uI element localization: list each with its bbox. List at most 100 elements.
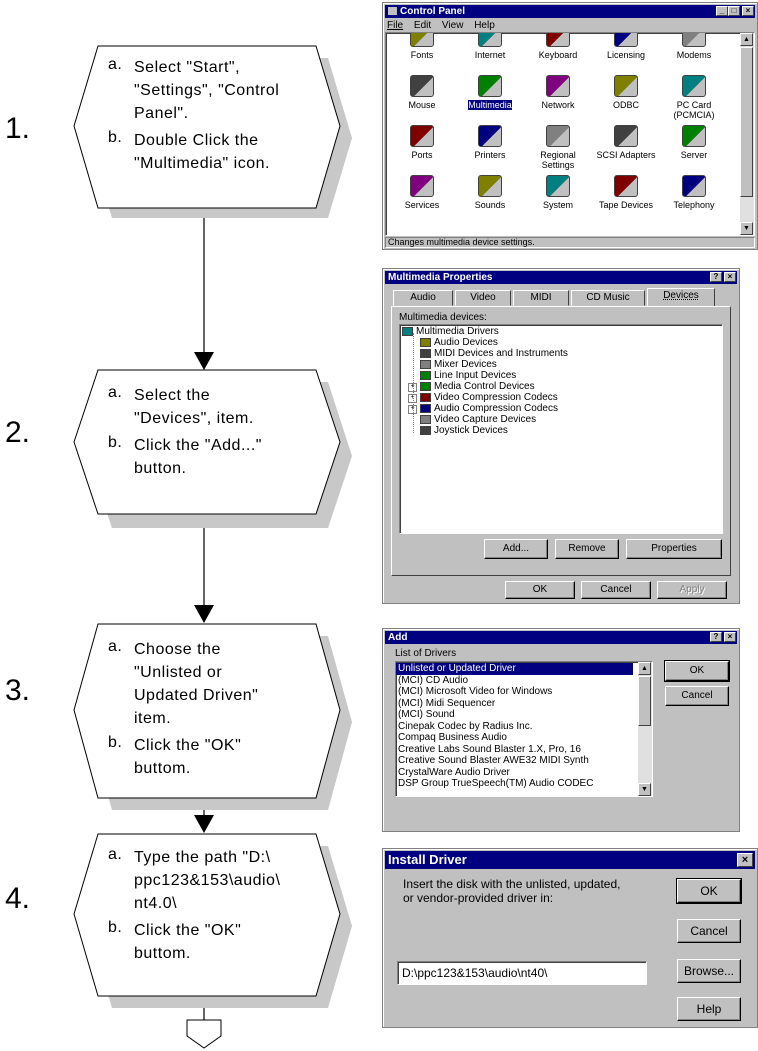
control-panel-item[interactable]: Server xyxy=(661,125,727,160)
control-panel-item[interactable]: Telephony xyxy=(661,175,727,210)
menu-file[interactable]: File xyxy=(387,20,404,31)
tab-video[interactable]: Video xyxy=(455,290,511,306)
devices-group-label: Multimedia devices: xyxy=(399,312,487,323)
ok-button[interactable]: OK xyxy=(505,581,575,599)
close-button[interactable]: × xyxy=(742,6,754,16)
control-panel-item[interactable]: Internet xyxy=(457,33,523,60)
control-panel-item[interactable]: Licensing xyxy=(593,33,659,60)
tree-item[interactable]: +Audio Compression Codecs xyxy=(408,403,558,414)
install-driver-titlebar[interactable]: Install Driver × xyxy=(385,851,755,869)
server-icon xyxy=(682,125,706,147)
scroll-down-button[interactable]: ▼ xyxy=(638,783,651,796)
tree-item[interactable]: MIDI Devices and Instruments xyxy=(420,348,568,359)
tab-midi[interactable]: MIDI xyxy=(513,290,569,306)
control-panel-item[interactable]: Tape Devices xyxy=(593,175,659,210)
control-panel-item[interactable]: Sounds xyxy=(457,175,523,210)
minimize-button[interactable]: _ xyxy=(716,6,728,16)
tree-item[interactable]: Multimedia Drivers xyxy=(402,326,499,337)
driver-list-item[interactable]: (MCI) Sound xyxy=(398,709,455,720)
tree-item[interactable]: +Media Control Devices xyxy=(408,381,535,392)
device-icon xyxy=(402,326,413,336)
control-panel-item[interactable]: SCSI Adapters xyxy=(593,125,659,160)
control-panel-item-label: PC Card (PCMCIA) xyxy=(673,100,715,120)
control-panel-item[interactable]: Network xyxy=(525,75,591,110)
scroll-thumb[interactable] xyxy=(740,47,753,197)
control-panel-item[interactable]: Ports xyxy=(389,125,455,160)
remove-button[interactable]: Remove xyxy=(555,539,619,559)
driver-list-item[interactable]: Compaq Business Audio xyxy=(398,732,507,743)
tab-audio[interactable]: Audio xyxy=(393,290,453,306)
menu-edit[interactable]: Edit xyxy=(413,20,432,31)
control-panel-item[interactable]: Mouse xyxy=(389,75,455,110)
help-button[interactable]: ? xyxy=(710,632,722,642)
help-button[interactable]: ? xyxy=(710,272,722,282)
services-icon xyxy=(410,175,434,197)
expand-icon[interactable]: + xyxy=(408,405,417,414)
control-panel-titlebar[interactable]: Control Panel _ □ × xyxy=(385,5,755,18)
control-panel-item-label: Sounds xyxy=(474,200,506,210)
scroll-up-button[interactable]: ▲ xyxy=(638,662,651,675)
add-titlebar[interactable]: Add ? × xyxy=(385,631,737,644)
scroll-down-button[interactable]: ▼ xyxy=(740,222,753,235)
driver-list-item[interactable]: (MCI) Microsoft Video for Windows xyxy=(398,686,553,697)
driver-list-item[interactable]: DSP Group TrueSpeech(TM) Audio CODEC xyxy=(398,778,594,789)
expand-icon[interactable]: + xyxy=(408,394,417,403)
drivers-listbox[interactable]: Unlisted or Updated Driver(MCI) CD Audio… xyxy=(395,661,653,797)
control-panel-item-label: Tape Devices xyxy=(598,200,654,210)
tree-item[interactable]: Mixer Devices xyxy=(420,359,497,370)
driver-list-item[interactable]: CrystalWare Audio Driver xyxy=(398,766,510,778)
control-panel-item[interactable]: ODBC xyxy=(593,75,659,110)
tab-cd-music[interactable]: CD Music xyxy=(571,290,645,306)
control-panel-item-label: Services xyxy=(404,200,440,210)
ok-button[interactable]: OK xyxy=(664,660,730,682)
driver-list-item[interactable]: Cinepak Codec by Radius Inc. xyxy=(398,720,533,732)
cancel-button[interactable]: Cancel xyxy=(665,686,729,706)
menu-help[interactable]: Help xyxy=(474,20,495,31)
tree-item[interactable]: Video Capture Devices xyxy=(420,414,536,425)
driver-list-item[interactable]: (MCI) CD Audio xyxy=(398,674,469,686)
driver-path-input[interactable]: D:\ppc123&153\audio\nt40\ xyxy=(397,961,647,985)
cancel-button[interactable]: Cancel xyxy=(581,581,651,599)
tree-item[interactable]: +Video Compression Codecs xyxy=(408,392,558,403)
vertical-scrollbar[interactable]: ▲ ▼ xyxy=(740,33,754,235)
multimedia-properties-titlebar[interactable]: Multimedia Properties ? × xyxy=(385,271,737,284)
control-panel-item[interactable]: Regional Settings xyxy=(525,125,591,170)
driver-list-item[interactable]: Creative Sound Blaster AWE32 MIDI Synth xyxy=(398,755,589,766)
apply-button[interactable]: Apply xyxy=(657,581,727,599)
tree-item[interactable]: Audio Devices xyxy=(420,337,498,348)
close-button[interactable]: × xyxy=(724,272,736,282)
ok-button[interactable]: OK xyxy=(676,878,742,904)
driver-list-item[interactable]: (MCI) Midi Sequencer xyxy=(398,697,496,709)
cancel-button[interactable]: Cancel xyxy=(677,919,741,943)
menu-view[interactable]: View xyxy=(441,20,464,31)
scroll-up-button[interactable]: ▲ xyxy=(740,33,753,46)
menu-bar: File Edit View Help xyxy=(387,20,495,31)
control-panel-item[interactable]: Services xyxy=(389,175,455,210)
control-panel-item[interactable]: Printers xyxy=(457,125,523,160)
browse-button[interactable]: Browse... xyxy=(677,959,741,983)
control-panel-item-label: Fonts xyxy=(410,50,434,60)
driver-list-item[interactable]: Unlisted or Updated Driver xyxy=(396,663,633,675)
control-panel-item[interactable]: Fonts xyxy=(389,33,455,60)
add-button[interactable]: Add... xyxy=(484,539,548,559)
close-button[interactable]: × xyxy=(737,853,753,867)
control-panel-item[interactable]: PC Card (PCMCIA) xyxy=(661,75,727,120)
properties-button[interactable]: Properties xyxy=(626,539,722,559)
control-panel-item[interactable]: Keyboard xyxy=(525,33,591,60)
tree-item[interactable]: Joystick Devices xyxy=(420,425,508,436)
maximize-button[interactable]: □ xyxy=(728,6,740,16)
tab-devices[interactable]: Devices xyxy=(647,288,715,307)
control-panel-item[interactable]: System xyxy=(525,175,591,210)
tree-item[interactable]: Line Input Devices xyxy=(420,370,516,381)
vertical-scrollbar[interactable]: ▲ ▼ xyxy=(638,662,652,796)
help-button[interactable]: Help xyxy=(677,997,741,1021)
driver-list-item[interactable]: Creative Labs Sound Blaster 1.X, Pro, 16 xyxy=(398,743,581,755)
control-panel-item[interactable]: Multimedia xyxy=(457,75,523,111)
control-panel-item[interactable]: Modems xyxy=(661,33,727,60)
scroll-thumb[interactable] xyxy=(638,676,651,726)
close-button[interactable]: × xyxy=(724,632,736,642)
device-icon xyxy=(420,414,431,424)
expand-icon[interactable]: + xyxy=(408,383,417,392)
